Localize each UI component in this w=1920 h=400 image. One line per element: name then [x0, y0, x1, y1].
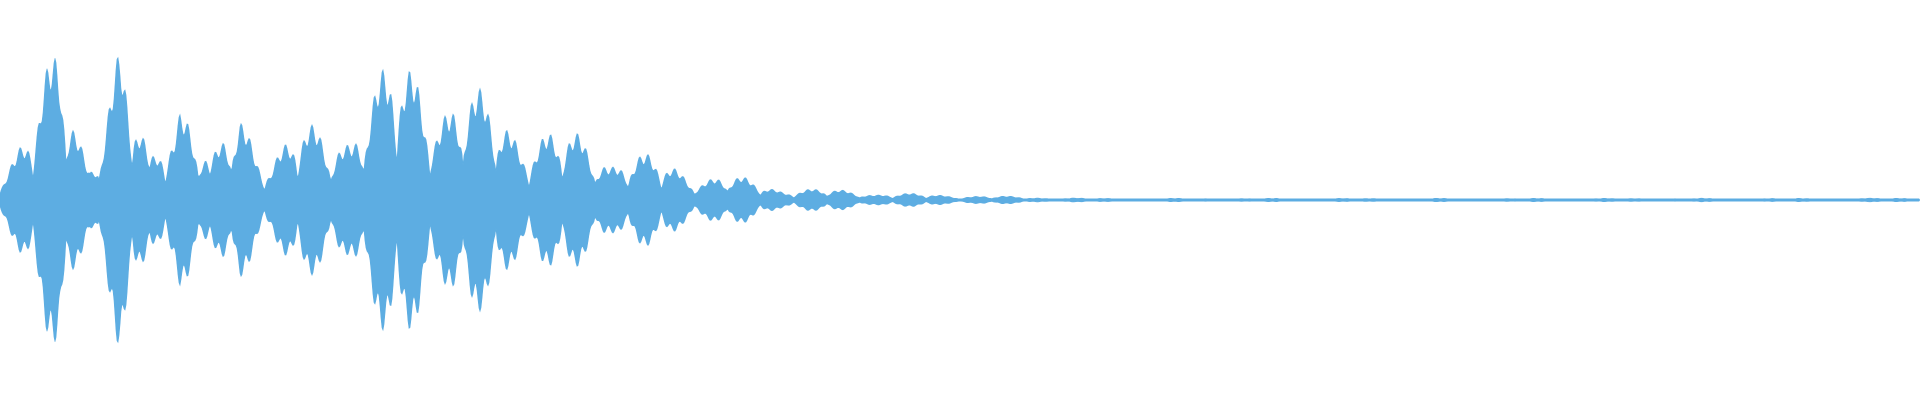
waveform-signal: [0, 56, 1920, 344]
